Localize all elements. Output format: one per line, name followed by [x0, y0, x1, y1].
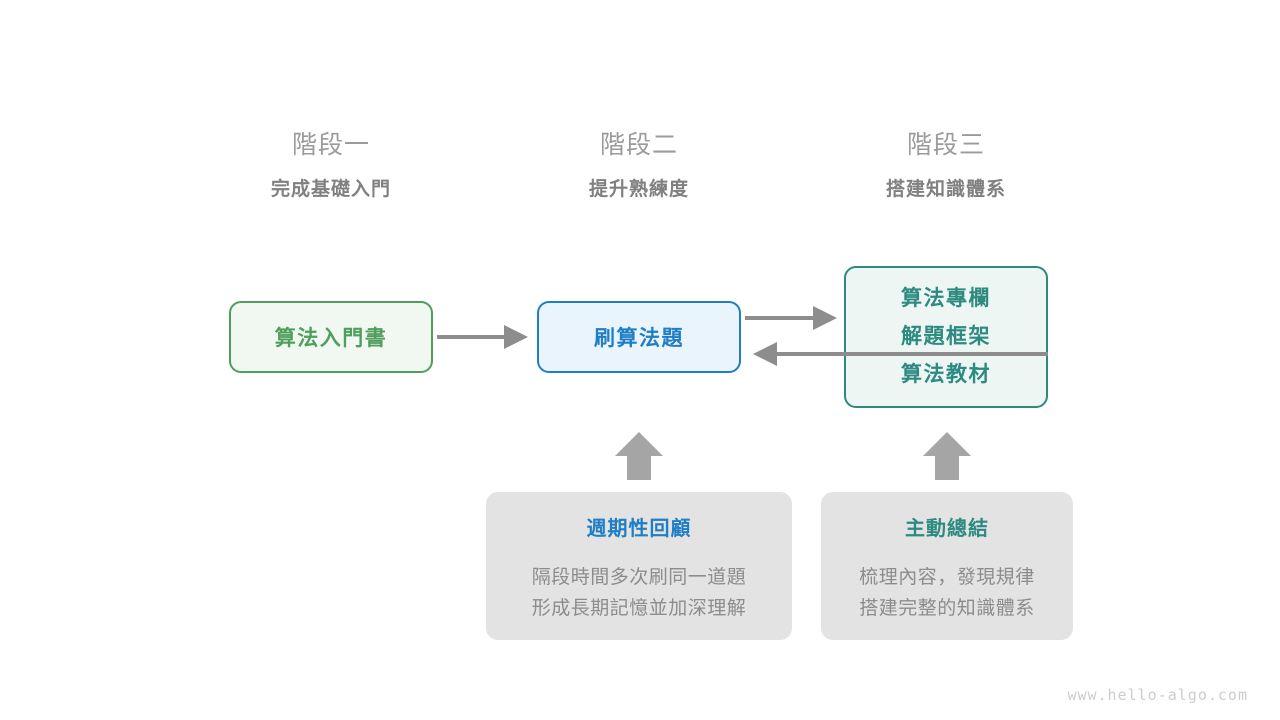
watermark-url: www.hello-algo.com: [1067, 686, 1248, 704]
note-card-active-summary: 主動總結 梳理內容，發現規律 搭建完整的知識體系: [821, 492, 1073, 640]
node-label: 刷算法題: [594, 327, 684, 350]
arrow-up-review-icon: [615, 432, 663, 480]
stage-title-2: 階段二: [599, 131, 678, 159]
node-label-line-2: 解題框架: [901, 325, 991, 348]
arrow-up-summary-icon: [923, 432, 971, 480]
stage-subtitle-2: 提升熟練度: [588, 179, 689, 200]
stage-header-1: 階段一 完成基礎入門: [201, 128, 461, 205]
stage-title-1: 階段一: [291, 131, 370, 159]
note-body: 梳理內容，發現規律 搭建完整的知識體系: [821, 562, 1073, 624]
note-body-line-2: 形成長期記憶並加深理解: [531, 598, 747, 619]
node-advanced-resources: 算法專欄 解題框架 算法教材: [844, 266, 1048, 408]
stage-header-3: 階段三 搭建知識體系: [816, 128, 1076, 205]
stage-header-2: 階段二 提升熟練度: [509, 128, 769, 205]
note-card-periodic-review: 週期性回顧 隔段時間多次刷同一道題 形成長期記憶並加深理解: [486, 492, 792, 640]
note-title: 主動總結: [905, 518, 989, 540]
node-practice-problems: 刷算法題: [537, 301, 741, 373]
note-title: 週期性回顧: [586, 518, 692, 540]
note-body-line-1: 梳理內容，發現規律: [859, 567, 1035, 588]
node-label-line-3: 算法教材: [901, 363, 991, 386]
note-body-line-1: 隔段時間多次刷同一道題: [531, 567, 747, 588]
stage-subtitle-3: 搭建知識體系: [885, 179, 1006, 200]
node-label: 算法入門書: [274, 327, 388, 350]
note-body-line-2: 搭建完整的知識體系: [859, 598, 1035, 619]
stage-title-3: 階段三: [906, 131, 985, 159]
node-label-line-1: 算法專欄: [901, 287, 991, 310]
node-algorithm-intro-book: 算法入門書: [229, 301, 433, 373]
note-body: 隔段時間多次刷同一道題 形成長期記憶並加深理解: [486, 562, 792, 624]
stage-subtitle-1: 完成基礎入門: [270, 179, 391, 200]
